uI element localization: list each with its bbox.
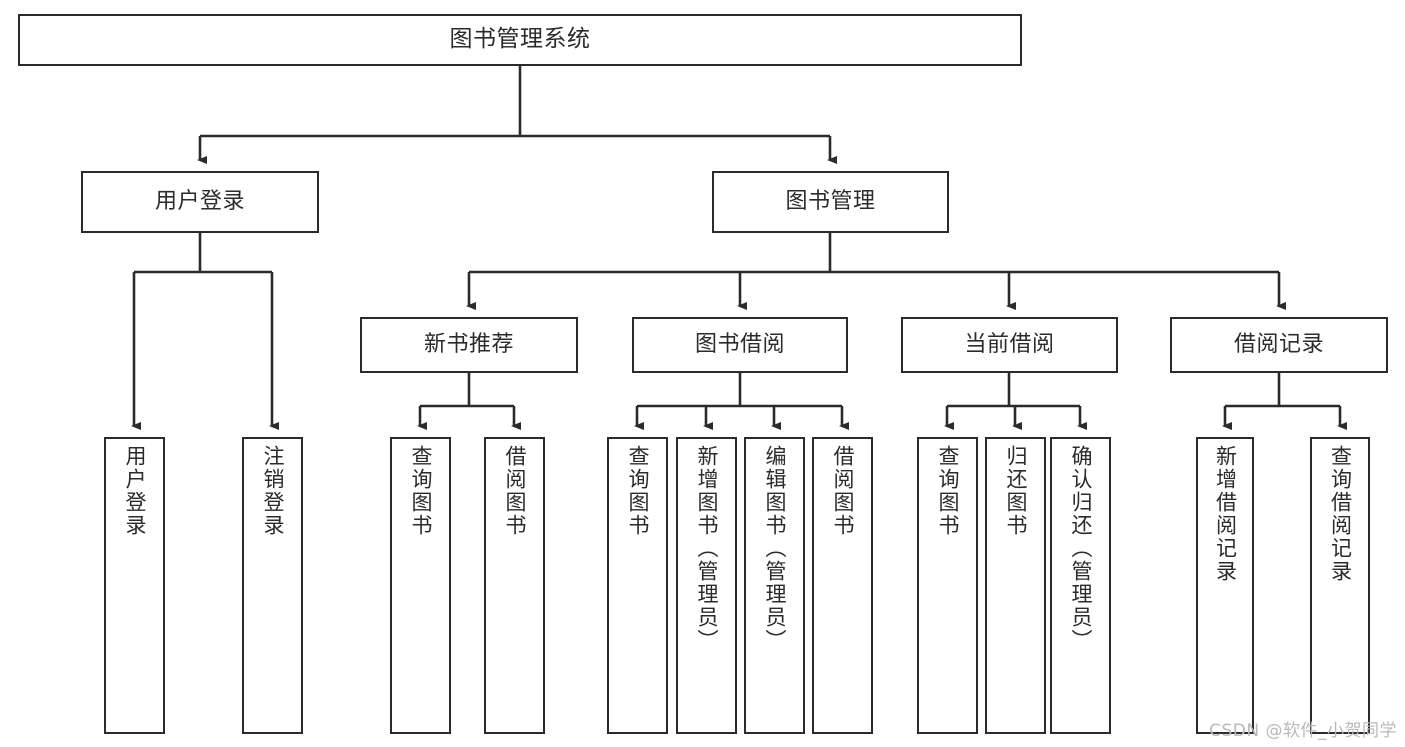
node-leaf-user-logout-label: 注销登录 [261,445,285,537]
node-leaf-borrow-book-2-label: 借阅图书 [831,445,855,537]
edges-group [131,66,1347,430]
node-root-图书管理系统-label: 图书管理系统 [449,26,591,53]
node-leaf-query-record[interactable]: 查询借阅记录 [1310,437,1370,734]
node-leaf-edit-book-label: 编辑图书（管理员） [763,445,787,652]
node-leaf-return-book[interactable]: 归还图书 [985,437,1046,734]
node-leaf-user-login[interactable]: 用户登录 [104,437,165,734]
node-user-login-label: 用户登录 [154,188,245,214]
node-current-borrow-label: 当前借阅 [964,331,1055,357]
node-new-book-recommend[interactable]: 新书推荐 [360,317,578,373]
node-leaf-query-book-2-label: 查询图书 [626,445,650,537]
node-borrow-record-label: 借阅记录 [1233,331,1324,357]
node-leaf-user-logout[interactable]: 注销登录 [242,437,303,734]
node-leaf-borrow-book-1-label: 借阅图书 [503,445,527,537]
node-leaf-query-book-3[interactable]: 查询图书 [917,437,978,734]
node-leaf-add-book-label: 新增图书（管理员） [695,445,719,652]
watermark: CSDN @软件_小贺同学 [1209,721,1397,741]
node-leaf-add-book[interactable]: 新增图书（管理员） [676,437,737,734]
node-leaf-borrow-book-1[interactable]: 借阅图书 [484,437,545,734]
node-leaf-confirm-return[interactable]: 确认归还（管理员） [1050,437,1111,734]
node-leaf-add-record[interactable]: 新增借阅记录 [1196,437,1254,734]
node-current-borrow[interactable]: 当前借阅 [901,317,1118,373]
node-new-book-recommend-label: 新书推荐 [423,331,514,357]
node-leaf-query-book-1-label: 查询图书 [409,445,433,537]
node-book-manage[interactable]: 图书管理 [712,171,949,233]
node-book-manage-label: 图书管理 [785,188,876,214]
node-book-borrow-label: 图书借阅 [694,331,785,357]
node-leaf-query-record-label: 查询借阅记录 [1328,445,1353,583]
node-leaf-query-book-2[interactable]: 查询图书 [607,437,668,734]
node-leaf-borrow-book-2[interactable]: 借阅图书 [812,437,873,734]
node-user-login[interactable]: 用户登录 [81,171,319,233]
node-leaf-user-login-label: 用户登录 [123,445,147,537]
node-borrow-record[interactable]: 借阅记录 [1170,317,1388,373]
node-root-图书管理系统[interactable]: 图书管理系统 [18,14,1022,66]
node-leaf-query-book-3-label: 查询图书 [936,445,960,537]
node-leaf-edit-book[interactable]: 编辑图书（管理员） [744,437,805,734]
node-leaf-return-book-label: 归还图书 [1004,445,1028,537]
node-book-borrow[interactable]: 图书借阅 [632,317,848,373]
node-leaf-confirm-return-label: 确认归还（管理员） [1069,445,1093,652]
node-leaf-query-book-1[interactable]: 查询图书 [390,437,451,734]
node-leaf-add-record-label: 新增借阅记录 [1213,445,1238,583]
